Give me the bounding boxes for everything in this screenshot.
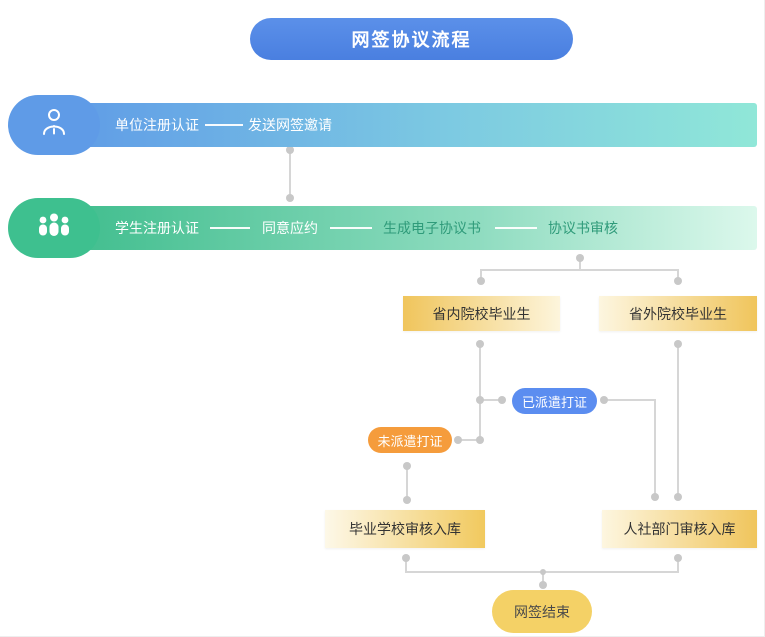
step-connector-line <box>205 124 243 126</box>
node-label: 省内院校毕业生 <box>432 305 531 322</box>
person-outline-icon <box>37 106 71 145</box>
step-send-invitation: 发送网签邀请 <box>248 117 332 133</box>
step-generate-agreement: 生成电子协议书 <box>383 220 481 236</box>
node-dispatched-certificate: 已派遣打证 <box>512 388 597 414</box>
employer-lane-badge <box>8 95 100 155</box>
node-label: 省外院校毕业生 <box>629 305 727 322</box>
student-lane-badge <box>8 198 100 258</box>
node-label: 未派遣打证 <box>377 433 443 449</box>
node-inside-province-graduate: 省内院校毕业生 <box>403 296 560 331</box>
node-label: 网签结束 <box>514 603 570 620</box>
step-accept-offer: 同意应约 <box>262 220 318 236</box>
people-icon <box>34 212 74 245</box>
employer-lane-bar: 单位注册认证 发送网签邀请 <box>60 103 757 147</box>
node-signing-finished: 网签结束 <box>492 590 592 633</box>
step-connector-line <box>330 227 372 229</box>
page-title-label: 网签协议流程 <box>351 30 472 50</box>
step-connector-line <box>210 227 250 229</box>
step-agreement-review: 协议书审核 <box>548 220 618 236</box>
node-label: 已派遣打证 <box>521 394 587 410</box>
student-lane-bar: 学生注册认证 同意应约 生成电子协议书 协议书审核 <box>60 206 757 250</box>
step-employer-register: 单位注册认证 <box>115 117 199 133</box>
step-student-register: 学生注册认证 <box>115 220 199 236</box>
node-label: 毕业学校审核入库 <box>349 521 461 537</box>
node-school-review-archive: 毕业学校审核入库 <box>325 510 485 548</box>
page-title: 网签协议流程 <box>250 18 573 60</box>
node-undispatched-certificate: 未派遣打证 <box>368 427 452 453</box>
node-outside-province-graduate: 省外院校毕业生 <box>599 296 757 331</box>
node-hr-dept-review-archive: 人社部门审核入库 <box>602 510 757 548</box>
node-label: 人社部门审核入库 <box>623 521 736 537</box>
step-connector-line <box>495 227 537 229</box>
